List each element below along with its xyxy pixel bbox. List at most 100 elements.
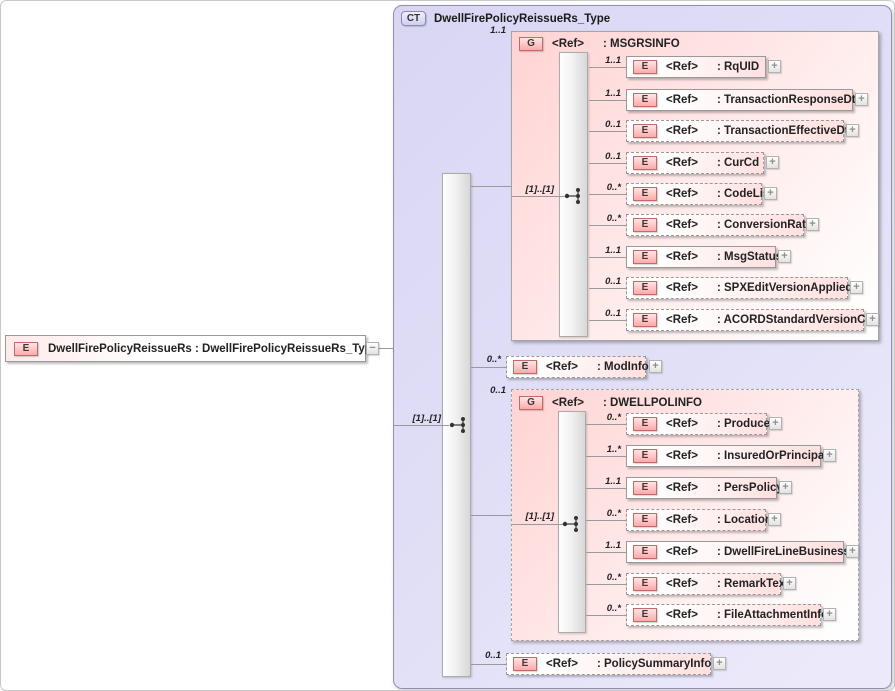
- expand-button[interactable]: +: [764, 187, 777, 200]
- element-name: : ConversionRate: [716, 219, 813, 231]
- element-box-transactioneffectivedt[interactable]: E <Ref> : TransactionEffectiveDt: [626, 120, 849, 142]
- element-box-msgstatus[interactable]: E <Ref> : MsgStatus: [626, 246, 782, 268]
- element-ref: <Ref>: [666, 546, 698, 558]
- occurrence-label: 0..1: [490, 385, 506, 396]
- complex-type-header: CT DwellFirePolicyReissueRs_Type: [401, 11, 610, 26]
- element-box-modinfo[interactable]: E <Ref> : ModInfo: [506, 356, 649, 378]
- element-box-producer[interactable]: E <Ref> : Producer: [626, 413, 774, 435]
- occurrence-label: [1]..[1]: [525, 184, 555, 195]
- element-ref: <Ref>: [666, 314, 698, 326]
- element-name: : PolicySummaryInfo: [596, 658, 712, 670]
- element-badge: E: [633, 313, 657, 327]
- element-ref: <Ref>: [546, 361, 578, 373]
- expand-button[interactable]: +: [823, 608, 836, 621]
- occurrence-label: 0..1: [605, 151, 621, 162]
- element-name: : Location: [716, 514, 772, 526]
- element-badge: E: [633, 250, 657, 264]
- element-box-location[interactable]: E <Ref> : Location: [626, 509, 772, 531]
- element-box-perspolicy[interactable]: E <Ref> : PersPolicy: [626, 477, 783, 499]
- expand-button[interactable]: +: [823, 449, 836, 462]
- element-badge: E: [633, 449, 657, 463]
- element-name: : ModInfo: [596, 361, 649, 373]
- element-badge: E: [14, 341, 38, 356]
- element-box-transactionresponsedt[interactable]: E <Ref> : TransactionResponseDt: [626, 89, 856, 111]
- connector-line: [589, 257, 626, 258]
- element-ref: <Ref>: [666, 514, 698, 526]
- connector-line: [589, 163, 626, 164]
- sequence-icon: [564, 188, 580, 204]
- expand-button[interactable]: +: [769, 417, 782, 430]
- connector-line: [471, 367, 506, 368]
- expand-button[interactable]: +: [778, 250, 791, 263]
- expand-button[interactable]: +: [806, 218, 819, 231]
- expand-button[interactable]: +: [649, 360, 662, 373]
- element-box-curcd[interactable]: E <Ref> : CurCd: [626, 152, 764, 174]
- element-name: : TransactionEffectiveDt: [716, 125, 849, 137]
- occurrence-label: 0..*: [606, 412, 621, 423]
- expand-button[interactable]: +: [766, 156, 779, 169]
- connector-line: [586, 456, 626, 457]
- element-badge: E: [633, 608, 657, 622]
- connector-line: [471, 186, 511, 187]
- group-header-msgrsinfo[interactable]: G <Ref> : MSGRSINFO: [519, 34, 680, 54]
- element-box-remarktext[interactable]: E <Ref> : RemarkText: [626, 573, 789, 595]
- element-name: : SPXEditVersionApplied: [716, 282, 853, 294]
- expand-button[interactable]: +: [768, 513, 781, 526]
- expand-button[interactable]: +: [768, 60, 781, 73]
- occurrence-label: 0..*: [486, 354, 501, 365]
- element-box-rquid[interactable]: E <Ref> : RqUID: [626, 56, 766, 78]
- occurrence-label: [1]..[1]: [412, 413, 442, 424]
- element-name: : DwellFireLineBusiness: [716, 546, 850, 558]
- element-box-conversionrate[interactable]: E <Ref> : ConversionRate: [626, 214, 812, 236]
- root-element-box[interactable]: E DwellFirePolicyReissueRs : DwellFirePo…: [5, 335, 378, 362]
- occurrence-label: 0..1: [605, 276, 621, 287]
- group-ref: <Ref>: [552, 38, 584, 50]
- element-ref: <Ref>: [666, 157, 698, 169]
- element-ref: <Ref>: [666, 125, 698, 137]
- element-box-dwellfirelinebusiness[interactable]: E <Ref> : DwellFireLineBusiness: [626, 541, 850, 563]
- element-badge: E: [633, 156, 657, 170]
- element-box-spxeditversionapplied[interactable]: E <Ref> : SPXEditVersionApplied: [626, 277, 852, 299]
- element-ref: <Ref>: [666, 94, 698, 106]
- occurrence-label: 1..*: [606, 444, 621, 455]
- connector-line: [589, 100, 626, 101]
- root-element-label: DwellFirePolicyReissueRs : DwellFirePoli…: [48, 342, 379, 355]
- element-badge: E: [633, 417, 657, 431]
- element-box-policysummaryinfo[interactable]: E <Ref> : PolicySummaryInfo: [506, 653, 711, 675]
- element-box-insuredorprincipal[interactable]: E <Ref> : InsuredOrPrincipal: [626, 445, 828, 467]
- occurrence-label: 0..1: [605, 308, 621, 319]
- occurrence-label: 1..1: [490, 25, 506, 36]
- expand-button[interactable]: +: [855, 93, 868, 106]
- expand-button[interactable]: +: [783, 577, 796, 590]
- occurrence-label: 0..*: [606, 572, 621, 583]
- element-ref: <Ref>: [666, 578, 698, 590]
- occurrence-label: 0..*: [606, 213, 621, 224]
- expand-button[interactable]: +: [846, 545, 859, 558]
- element-ref: <Ref>: [666, 251, 698, 263]
- expand-button[interactable]: +: [779, 481, 792, 494]
- expand-button[interactable]: +: [866, 313, 879, 326]
- group-header-dwellpolinfo[interactable]: G <Ref> : DWELLPOLINFO: [519, 393, 702, 413]
- element-name: : CurCd: [716, 157, 760, 169]
- element-badge: E: [633, 60, 657, 74]
- occurrence-label: 0..*: [606, 182, 621, 193]
- element-badge: E: [633, 218, 657, 232]
- occurrence-label: [1]..[1]: [525, 511, 555, 522]
- connector-line: [586, 584, 626, 585]
- element-badge: E: [633, 124, 657, 138]
- element-name: : PersPolicy: [716, 482, 783, 494]
- occurrence-label: 0..*: [606, 603, 621, 614]
- occurrence-label: 0..1: [485, 650, 501, 661]
- occurrence-label: 1..1: [605, 540, 621, 551]
- expand-button[interactable]: +: [850, 281, 863, 294]
- collapse-button[interactable]: −: [366, 342, 379, 355]
- connector-line: [586, 552, 626, 553]
- element-badge: E: [513, 657, 537, 671]
- expand-button[interactable]: +: [713, 657, 726, 670]
- element-name: : ACORDStandardVersionCd: [716, 314, 873, 326]
- element-box-acordstandardversioncd[interactable]: E <Ref> : ACORDStandardVersionCd: [626, 309, 872, 331]
- element-box-codelist[interactable]: E <Ref> : CodeList: [626, 183, 773, 205]
- expand-button[interactable]: +: [846, 124, 859, 137]
- element-badge: E: [633, 545, 657, 559]
- element-box-fileattachmentinfo[interactable]: E <Ref> : FileAttachmentInfo: [626, 604, 828, 626]
